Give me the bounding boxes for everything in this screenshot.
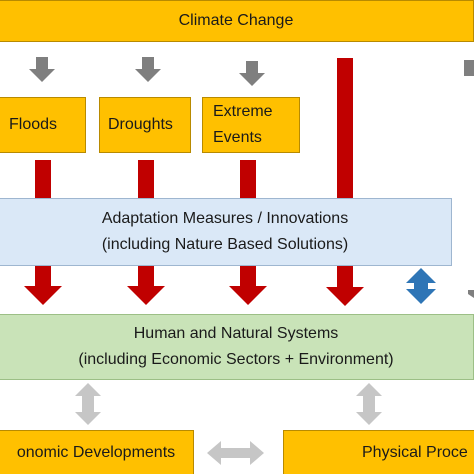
economic-developments-label: onomic Developments xyxy=(16,444,176,461)
systems-subtitle: (including Economic Sectors + Environmen… xyxy=(78,351,394,368)
climate-to-extreme-events-arrow xyxy=(239,61,265,86)
systems-title: Human and Natural Systems xyxy=(133,325,339,342)
adaptation-subtitle: (including Nature Based Solutions) xyxy=(101,236,349,253)
right-edge-down-arrow xyxy=(468,290,474,298)
physical-processes-box: Physical Proce xyxy=(283,430,474,474)
floods-label: Floods xyxy=(9,116,58,133)
droughts-label: Droughts xyxy=(108,116,173,133)
extreme-events-label-line2: Events xyxy=(213,129,262,146)
right-edge-up-arrow xyxy=(464,60,474,76)
systems-right-double-arrow xyxy=(356,383,382,425)
climate-direct-impact-arrow xyxy=(326,58,364,306)
physical-processes-label: Physical Proce xyxy=(362,444,468,461)
climate-change-box: Climate Change xyxy=(0,0,474,42)
economic-developments-box: onomic Developments xyxy=(0,430,194,474)
adaptation-measures-box: Adaptation Measures / Innovations (inclu… xyxy=(0,198,452,266)
extreme-events-box: Extreme Events xyxy=(202,97,300,153)
adaptation-title: Adaptation Measures / Innovations xyxy=(101,210,349,227)
floods-box: Floods xyxy=(0,97,86,153)
adaptation-systems-exchange-arrow xyxy=(406,268,436,304)
human-natural-systems-box: Human and Natural Systems (including Eco… xyxy=(0,314,474,380)
climate-to-droughts-arrow xyxy=(135,57,161,82)
climate-change-label: Climate Change xyxy=(178,12,294,29)
developments-processes-double-arrow xyxy=(207,441,264,465)
climate-to-floods-arrow xyxy=(29,57,55,82)
droughts-box: Droughts xyxy=(99,97,191,153)
systems-left-double-arrow xyxy=(75,383,101,425)
extreme-events-label-line1: Extreme xyxy=(213,103,273,120)
